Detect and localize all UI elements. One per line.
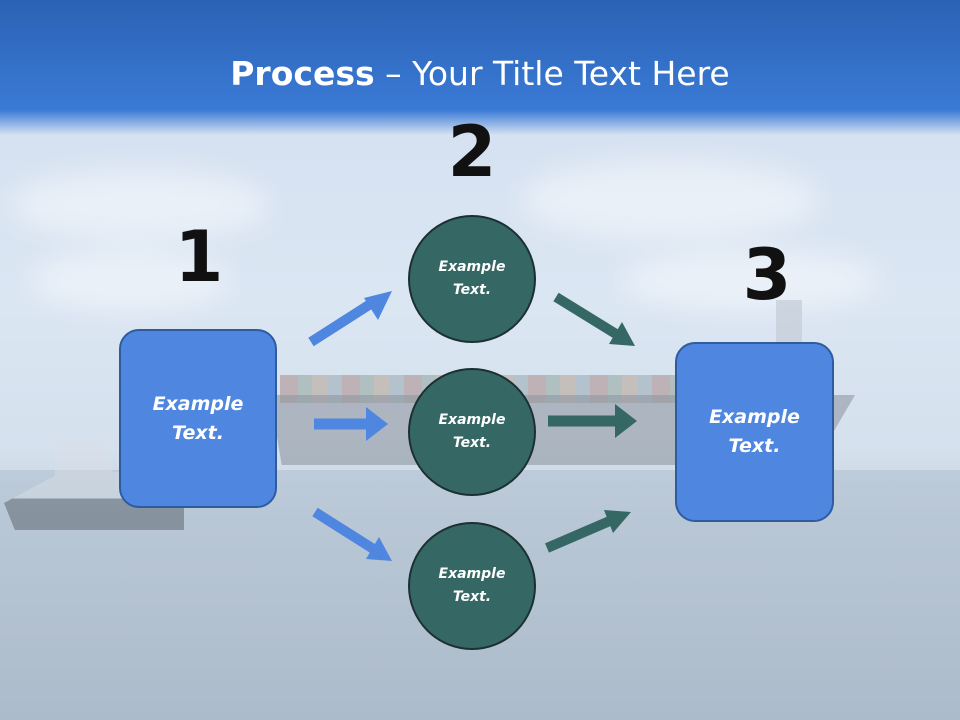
arrow-bottom-circle-to-step3 — [545, 510, 631, 553]
background-cloud — [10, 170, 270, 240]
step-3-box: Example Text. — [675, 342, 834, 522]
background-cloud — [30, 250, 230, 310]
arrow-step1-to-top-circle — [308, 291, 392, 347]
slide-title-bold: Process — [230, 54, 375, 93]
step-2-circle-bottom-text: Example Text. — [438, 566, 506, 605]
arrow-middle-circle-to-step3 — [548, 404, 637, 438]
step-2-circle-top: Example Text. — [408, 215, 536, 343]
step-1-number: 1 — [174, 216, 224, 298]
slide-title-rest: – Your Title Text Here — [374, 54, 730, 93]
step-1-box-text: Example Text. — [152, 392, 244, 444]
background-cloud — [520, 160, 820, 240]
slide-title: Process – Your Title Text Here — [0, 52, 960, 96]
step-2-number: 2 — [447, 111, 497, 193]
step-2-circle-bottom: Example Text. — [408, 522, 536, 650]
step-1-box: Example Text. — [119, 329, 277, 508]
step-2-circle-top-text: Example Text. — [438, 259, 506, 298]
arrow-step1-to-middle-circle — [314, 407, 388, 441]
background-cloud — [620, 250, 880, 310]
arrow-top-circle-to-step3 — [553, 292, 635, 346]
step-3-number: 3 — [742, 234, 792, 316]
arrow-step1-to-bottom-circle — [312, 507, 392, 561]
step-2-circle-middle: Example Text. — [408, 368, 536, 496]
step-3-box-text: Example Text. — [709, 406, 800, 457]
step-2-circle-middle-text: Example Text. — [438, 412, 506, 451]
